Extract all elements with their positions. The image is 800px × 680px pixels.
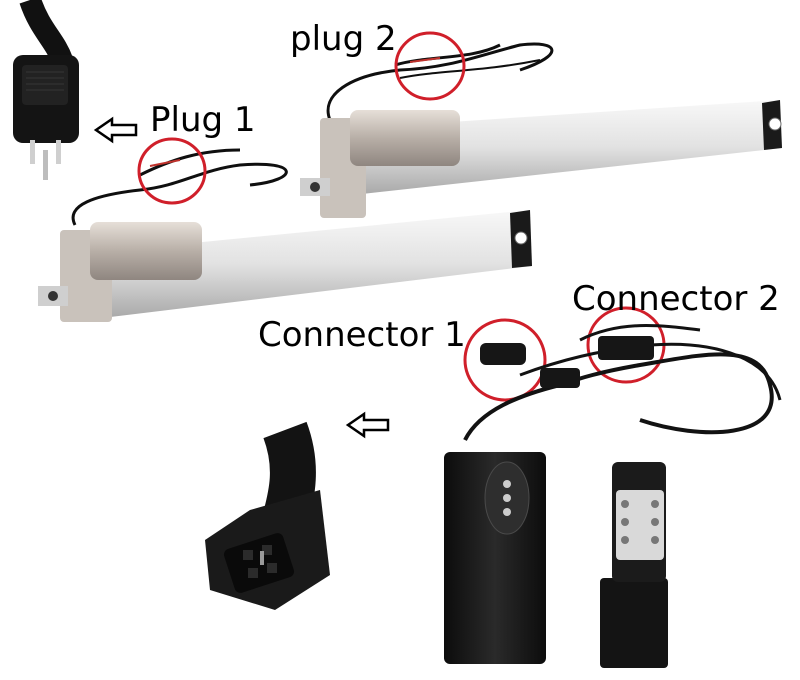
connector1-label: Connector 1 bbox=[258, 315, 466, 355]
power-plug-image bbox=[13, 0, 79, 180]
plug2-label: plug 2 bbox=[290, 19, 397, 59]
connector-y-cable bbox=[463, 324, 782, 441]
remote-control-image bbox=[600, 462, 668, 668]
plug1-label: Plug 1 bbox=[150, 100, 256, 140]
outline-arrow-left-icon bbox=[93, 116, 138, 144]
linear-actuator-1 bbox=[38, 148, 532, 322]
control-box-image bbox=[444, 452, 546, 664]
plug2-highlight-circle bbox=[394, 31, 466, 101]
connector-closeup-image bbox=[205, 421, 330, 610]
connector2-label: Connector 2 bbox=[572, 279, 780, 319]
plug1-highlight-circle bbox=[137, 137, 207, 205]
connector1-highlight-circle bbox=[463, 318, 547, 402]
outline-arrow-left-icon bbox=[345, 411, 390, 439]
linear-actuator-2 bbox=[300, 42, 782, 218]
